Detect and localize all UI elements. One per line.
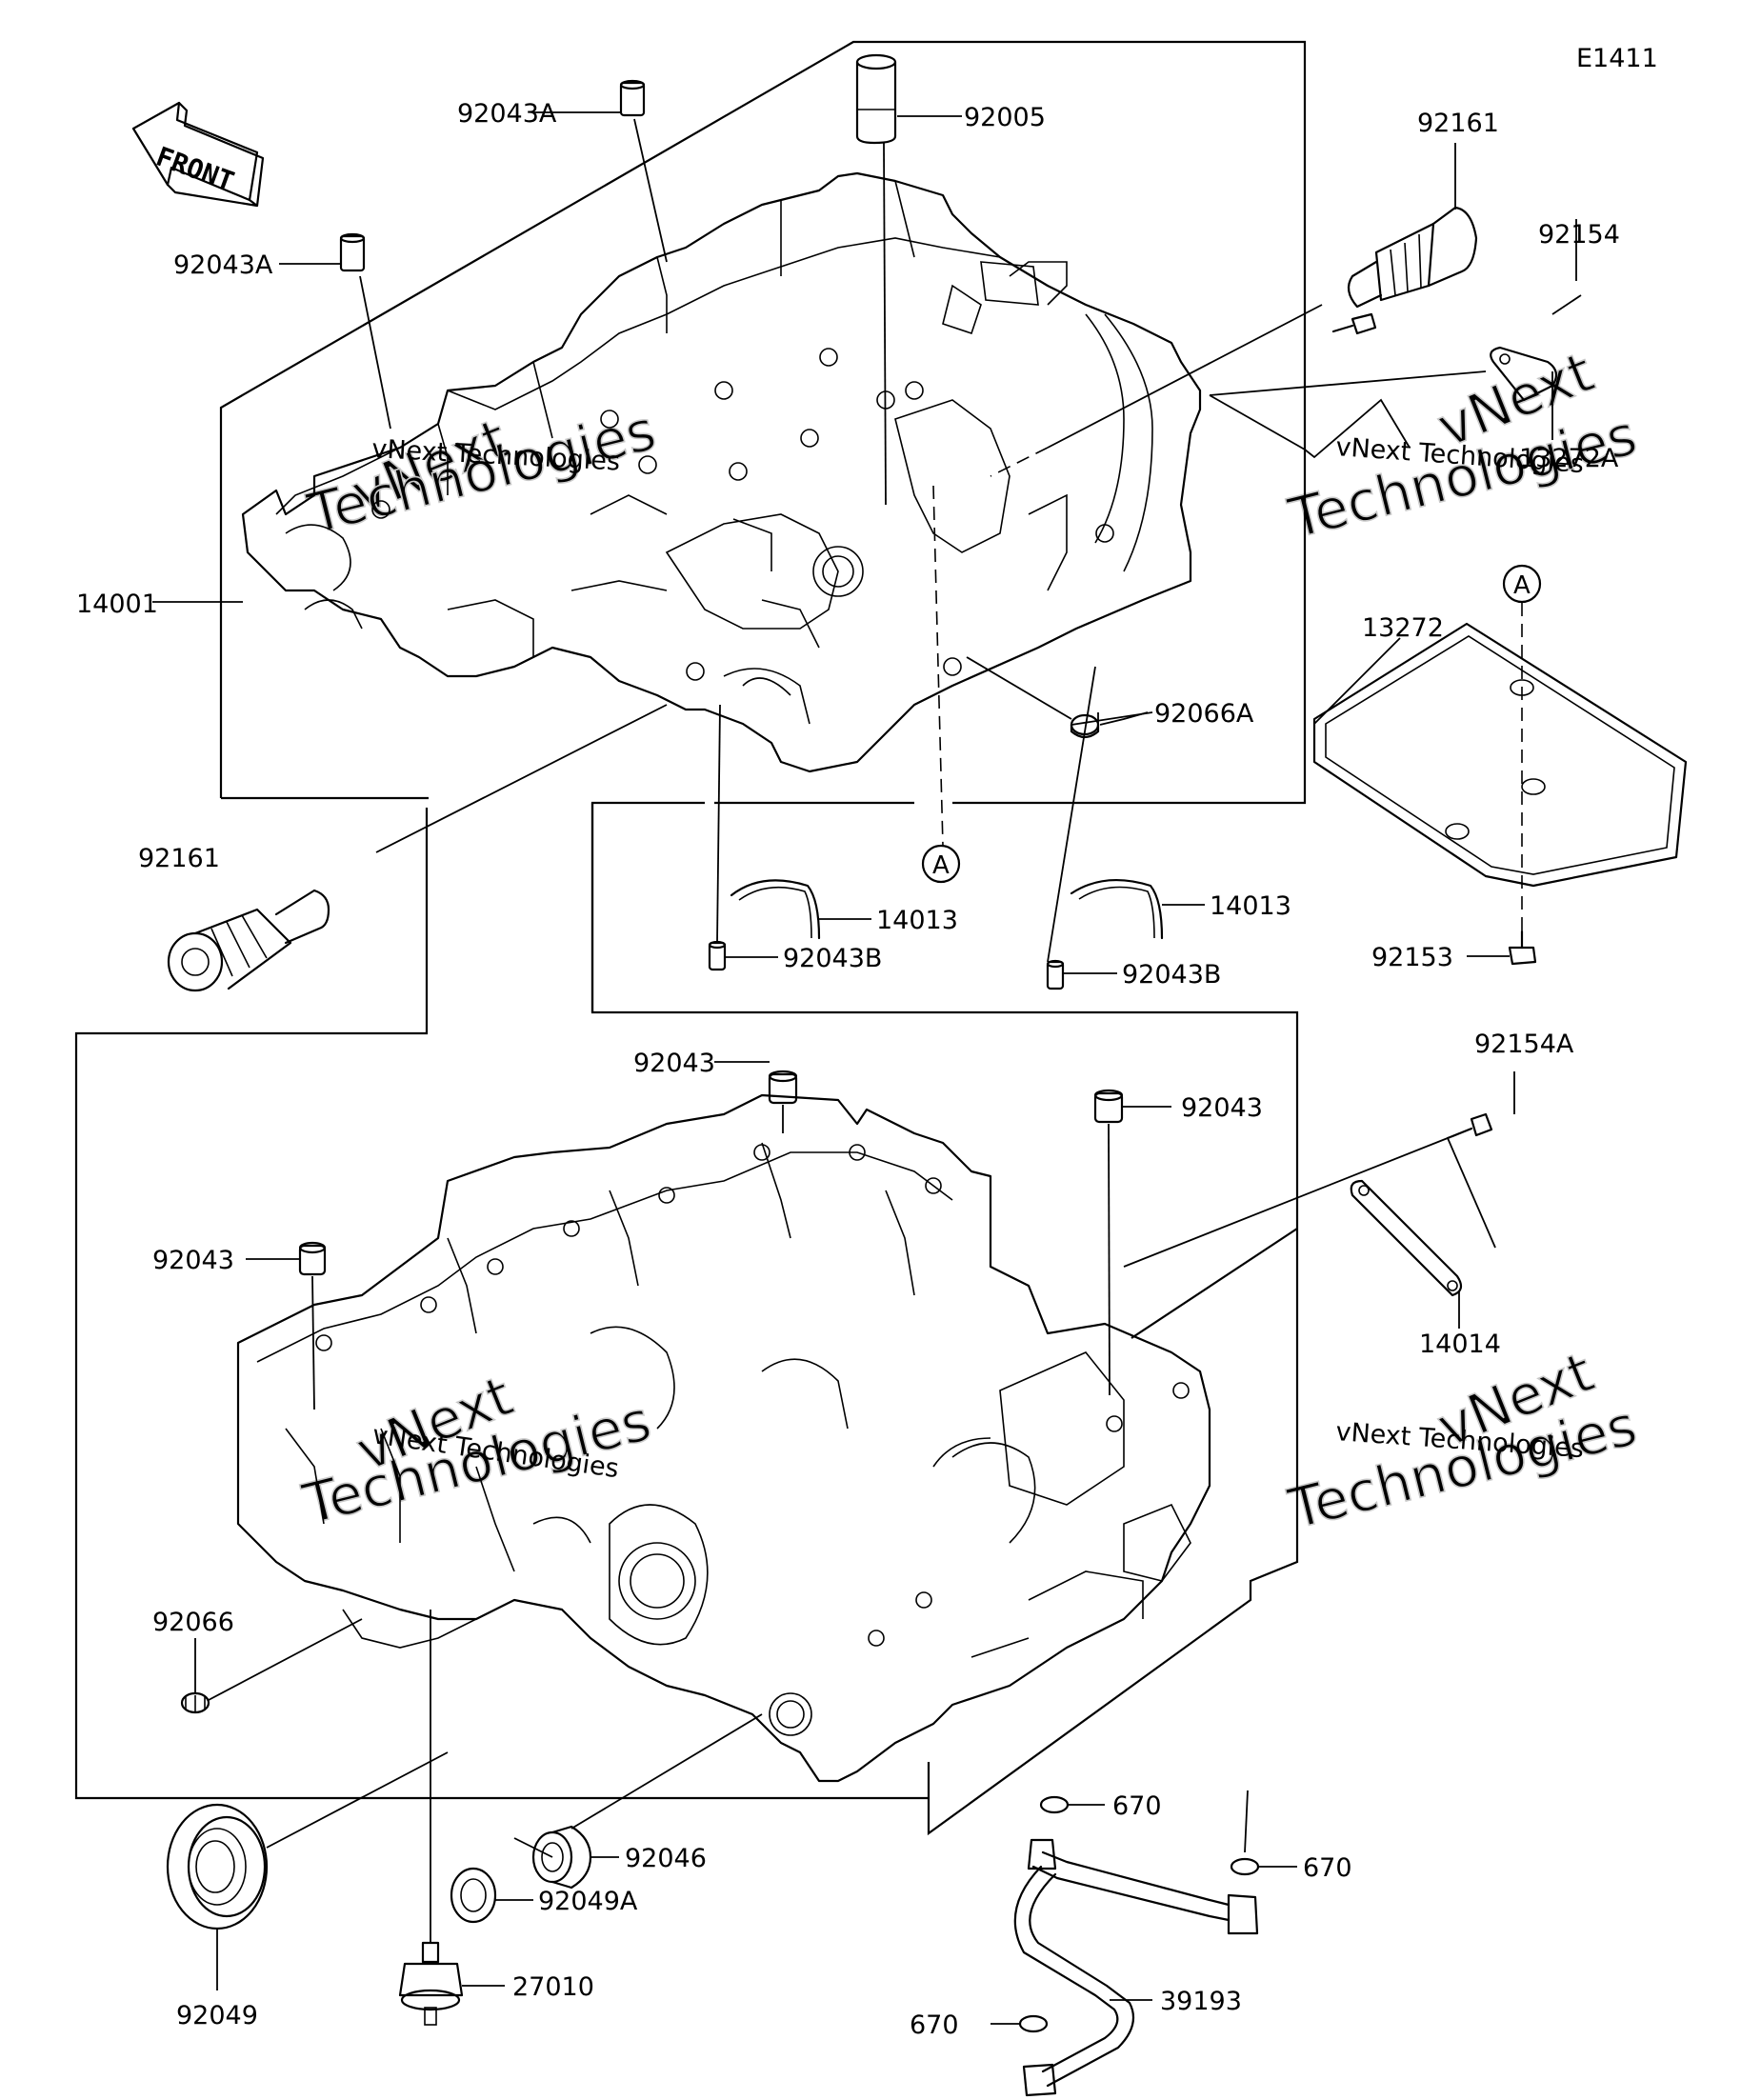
label-670-b: 670 [1303,1853,1352,1883]
label-39193: 39193 [1160,1987,1242,2016]
part-labels: 92043A 92005 92043A 92161 92154 13272A 1… [76,99,1620,2040]
upper-crankcase [241,171,1202,773]
plate-14014 [1350,1179,1463,1297]
oil-seal-92049A [450,1867,497,1924]
label-92043A-top: 92043A [457,99,557,129]
label-27010: 27010 [512,1972,594,2002]
reference-marker-a: A [921,844,961,884]
oil-seal-92049 [166,1803,269,1930]
label-14001: 14001 [76,590,158,619]
label-92043B-left: 92043B [783,944,882,973]
pipe-92161-left [167,889,330,992]
label-92161-top: 92161 [1417,109,1499,138]
bolt-92154A [1446,1112,1493,1140]
reference-marker-a: A [1502,564,1542,604]
bearing-14013-right [1070,878,1164,940]
label-92153: 92153 [1371,943,1453,972]
switch-27010 [398,1941,464,2026]
o-ring-670-b [1230,1857,1260,1876]
o-ring-670-c [1018,2014,1049,2033]
bearing-14013-left [730,879,821,940]
needle-bearing-92046 [531,1825,592,1890]
label-92046: 92046 [625,1844,707,1873]
bolt-92154 [1331,312,1377,335]
label-92066: 92066 [152,1608,234,1637]
dowel-92043-left [298,1241,327,1276]
front-arrow-icon: FRONT [131,101,265,208]
dowel-pin-92043A-top [619,79,646,117]
label-92161-left: 92161 [138,844,220,873]
label-92043B-right: 92043B [1122,960,1221,990]
fitting-92005 [855,53,897,145]
o-ring-670-a [1039,1795,1070,1814]
leader-lines [152,111,1582,2025]
dowel-92043-top [768,1070,798,1105]
lower-crankcase [236,1093,1211,1783]
dowel-92043-right [1093,1089,1124,1124]
pin-92043B-left [708,940,727,971]
bolt-92153 [1508,930,1537,966]
label-13272: 13272 [1362,613,1444,643]
pin-92043B-right [1046,959,1065,990]
oil-screen [1312,622,1688,888]
plug-92066 [180,1691,210,1714]
label-14013-right: 14013 [1210,891,1291,921]
label-92043-left: 92043 [152,1246,234,1275]
label-670-a: 670 [1112,1791,1162,1821]
label-92049A: 92049A [538,1887,638,1916]
dowel-pin-92043A-left [339,232,366,272]
label-92154A: 92154A [1474,1030,1574,1059]
pipe-92161-top [1347,206,1478,309]
small-parts [166,53,1558,2097]
svg-text:A: A [932,851,950,880]
label-92066A: 92066A [1154,699,1254,729]
watermarks: vNext Technologies vNext Technologies vN… [295,339,1644,1543]
label-92154: 92154 [1538,220,1620,250]
label-92043A-left: 92043A [173,250,273,280]
label-13272A: 13272A [1519,444,1619,473]
label-92043-top: 92043 [633,1049,715,1078]
group-frames [74,40,1307,1836]
label-92043-right: 92043 [1181,1093,1263,1123]
label-92005: 92005 [964,103,1046,132]
label-670-c: 670 [910,2010,959,2040]
plate-13272A [1490,346,1558,402]
label-92049: 92049 [176,2001,258,2030]
oil-pipe-39193 [1013,1838,1259,2097]
svg-text:A: A [1513,571,1531,600]
label-14014: 14014 [1419,1330,1501,1359]
label-14013-left: 14013 [876,906,958,935]
front-label: FRONT [152,141,238,198]
diagram-code: E1411 [1576,44,1658,73]
